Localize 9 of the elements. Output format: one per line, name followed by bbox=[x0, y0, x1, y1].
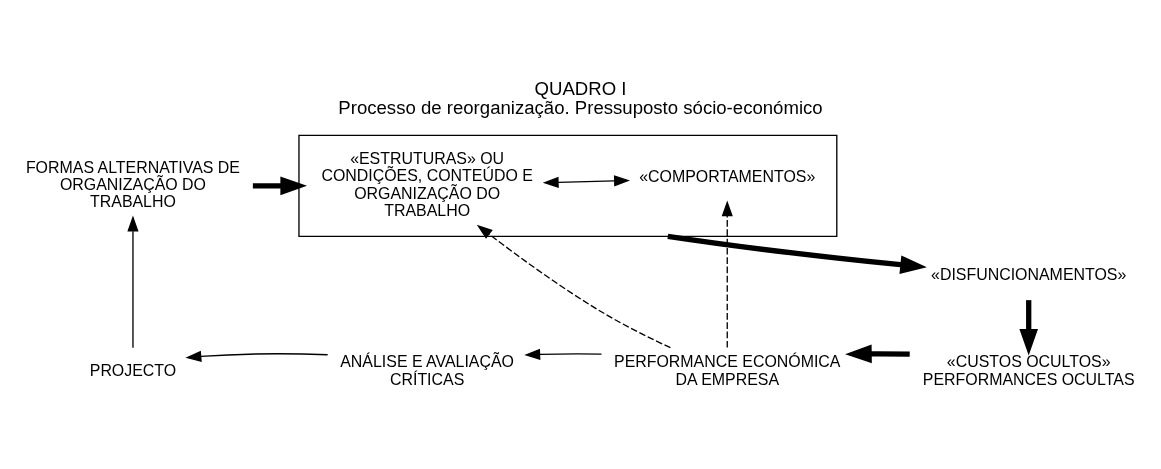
node-text: PROJECTO bbox=[89, 361, 177, 379]
node-text: «CUSTOS OCULTOS» PERFORMANCES OCULTAS bbox=[922, 352, 1135, 388]
node-text: PERFORMANCE ECONÓMICA DA EMPRESA bbox=[614, 352, 841, 388]
node-text: ANÁLISE E AVALIAÇÃO CRÍTICAS bbox=[340, 352, 514, 388]
node-text: FORMAS ALTERNATIVAS DE ORGANIZAÇÃO DO TRABALHO bbox=[25, 158, 241, 210]
node-text: «DISFUNCIONAMENTOS» bbox=[931, 265, 1127, 283]
diagram-title: QUADRO I bbox=[534, 77, 627, 98]
node-text: «COMPORTAMENTOS» bbox=[639, 167, 816, 185]
node-text: «ESTRUTURAS» OU CONDIÇÕES, CONTEÚDO E ORGANIZAÇÃO DO TRABALHO bbox=[321, 149, 533, 219]
